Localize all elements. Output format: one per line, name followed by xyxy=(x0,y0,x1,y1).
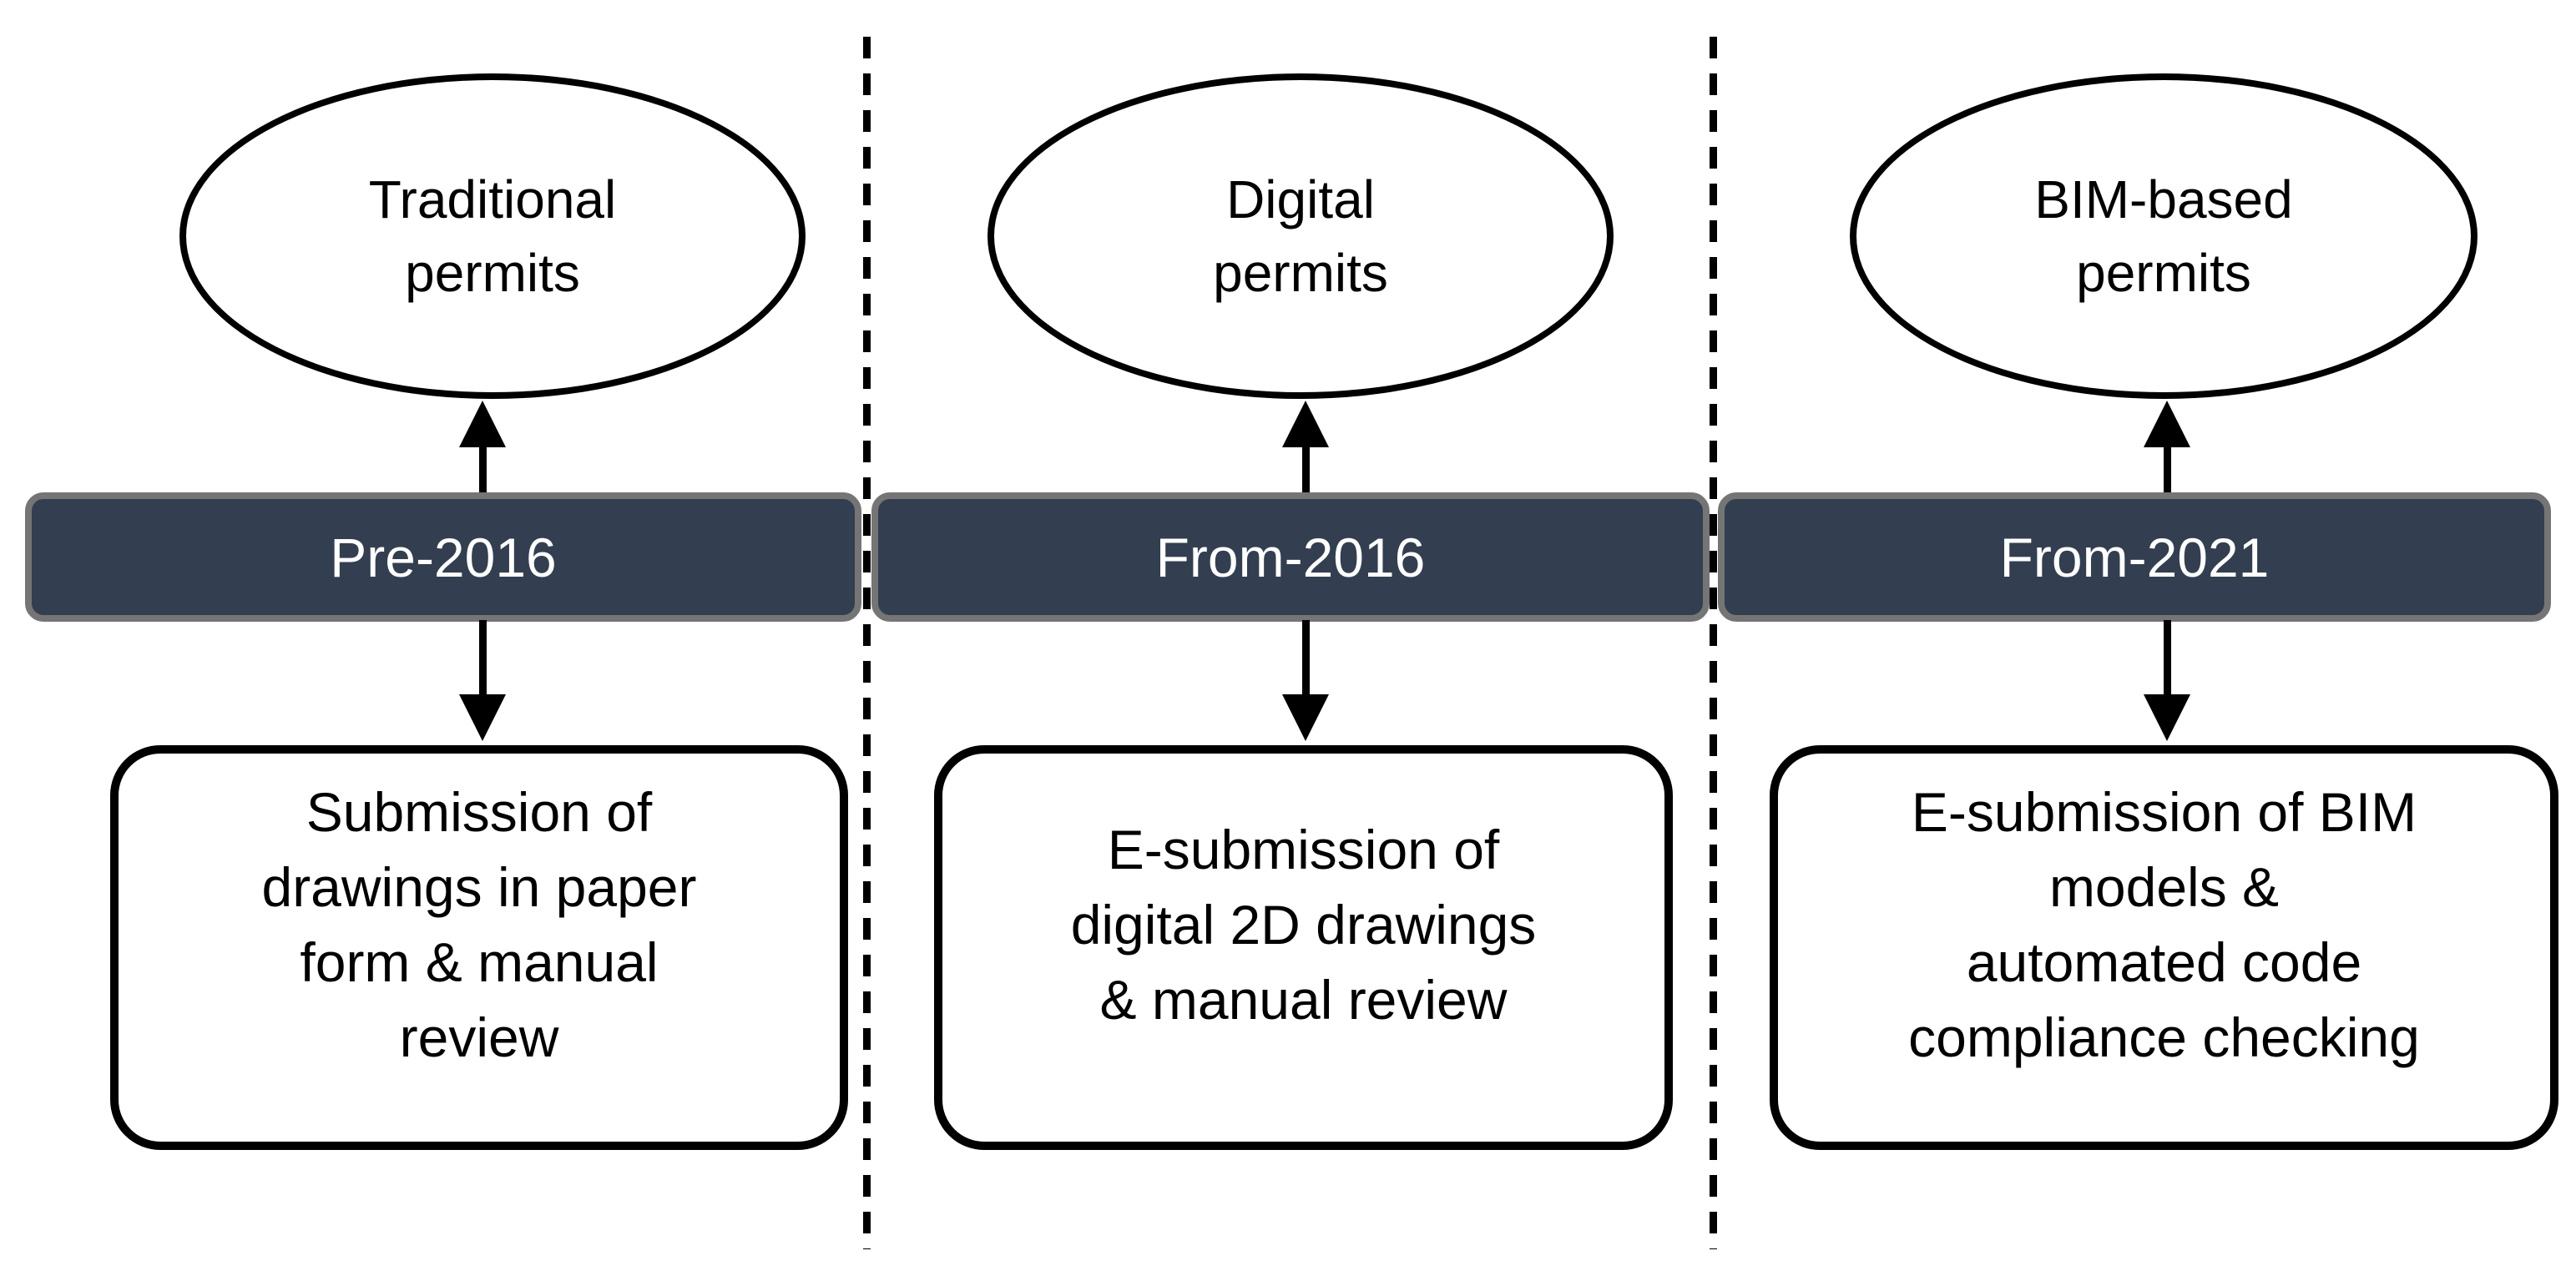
arrow-head xyxy=(1282,401,1329,447)
arrow-shaft xyxy=(479,442,487,494)
arrow-head xyxy=(459,401,506,447)
process-box-bim: E-submission of BIM models & automated c… xyxy=(1770,745,2558,1150)
period-label: Pre-2016 xyxy=(330,526,557,588)
box-label-line: & manual review xyxy=(1099,969,1508,1031)
process-box-digital: E-submission of digital 2D drawings & ma… xyxy=(934,745,1673,1150)
box-label-line: drawings in paper xyxy=(261,856,697,918)
box-label-line: form & manual xyxy=(300,931,659,993)
ellipse-bim-based-permits: BIM-based permits xyxy=(1850,73,2478,399)
arrow-shaft xyxy=(479,620,487,697)
period-label: From-2021 xyxy=(1999,526,2270,588)
ellipse-label-line: permits xyxy=(405,243,580,303)
arrow-head xyxy=(2144,401,2190,447)
ellipse-label-line: Digital xyxy=(1226,169,1375,229)
arrow-head xyxy=(2144,694,2190,741)
box-label-line: compliance checking xyxy=(1908,1006,2420,1068)
box-label-line: digital 2D drawings xyxy=(1070,894,1537,956)
period-label: From-2016 xyxy=(1155,526,1426,588)
ellipse-label-line: Traditional xyxy=(368,169,617,229)
box-label-line: models & xyxy=(2048,856,2280,918)
ellipse-traditional-permits: Traditional permits xyxy=(179,73,806,399)
separator-dashed-line-2 xyxy=(1710,37,1717,1249)
arrow-head xyxy=(459,694,506,741)
arrow-head xyxy=(1282,694,1329,741)
timeline-bar-from-2016: From-2016 xyxy=(871,492,1710,622)
arrow-shaft xyxy=(2164,620,2171,697)
box-label-line: E-submission of BIM xyxy=(1911,781,2417,843)
ellipse-label-line: BIM-based xyxy=(2034,169,2293,229)
box-label-line: automated code xyxy=(1966,931,2362,993)
arrow-shaft xyxy=(2164,442,2171,494)
box-label-line: review xyxy=(399,1006,559,1068)
arrow-shaft xyxy=(1302,620,1310,697)
box-label-line: Submission of xyxy=(306,781,653,843)
separator-dashed-line-1 xyxy=(863,37,871,1249)
ellipse-label-line: permits xyxy=(2076,243,2251,303)
ellipse-digital-permits: Digital permits xyxy=(987,73,1614,399)
box-label-line: E-submission of xyxy=(1107,819,1500,880)
process-box-traditional: Submission of drawings in paper form & m… xyxy=(110,745,848,1150)
timeline-bar-from-2021: From-2021 xyxy=(1718,492,2551,622)
timeline-bar-pre-2016: Pre-2016 xyxy=(25,492,861,622)
arrow-shaft xyxy=(1302,442,1310,494)
ellipse-label-line: permits xyxy=(1213,243,1388,303)
